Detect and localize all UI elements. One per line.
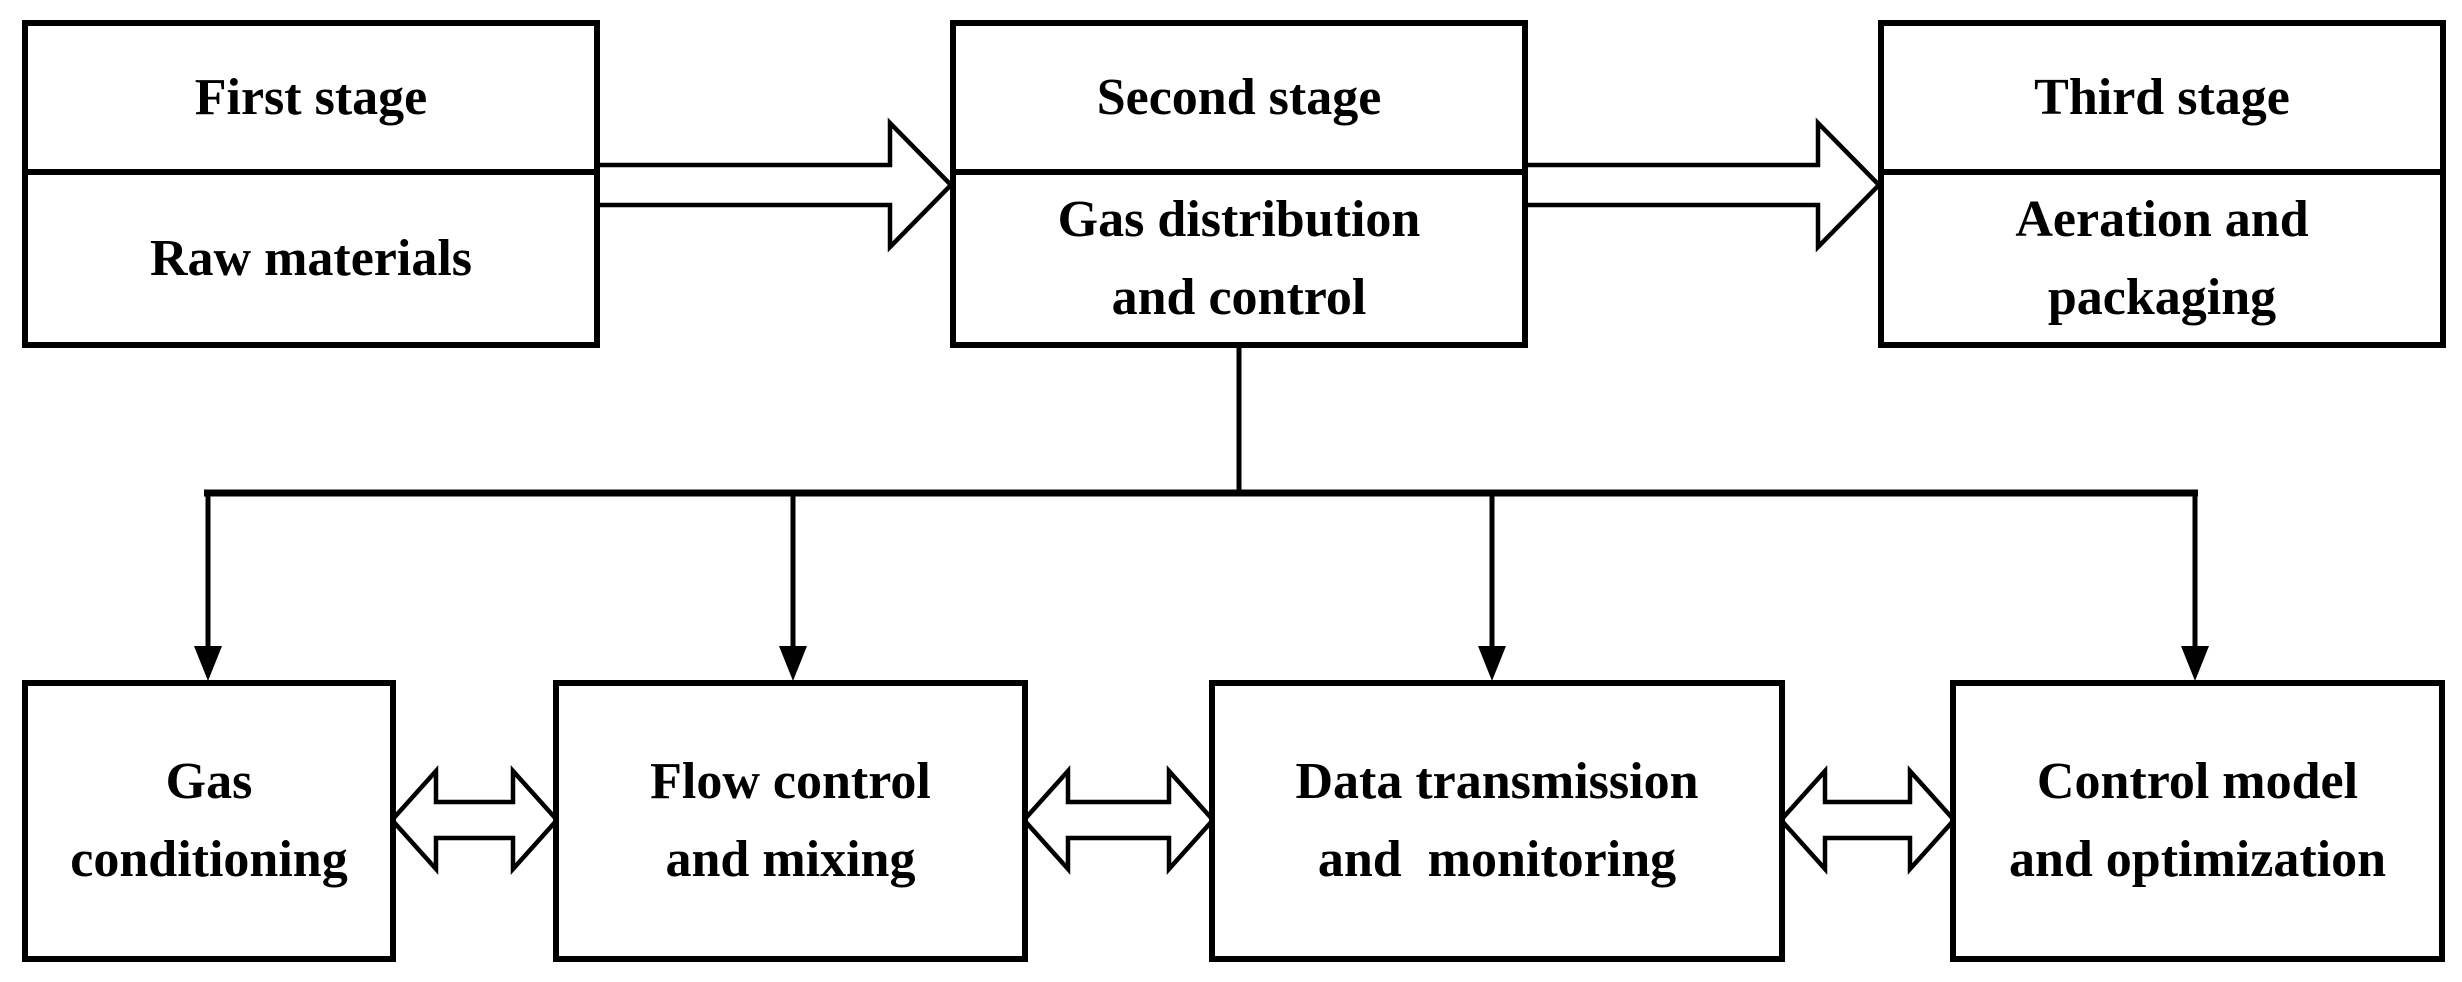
first-stage-title: First stage [194, 68, 428, 126]
data-transmission-label: Data transmission and monitoring [1295, 753, 1699, 888]
drop-arrowhead-flow-control-icon [779, 646, 807, 681]
second-stage-title: Second stage [1096, 68, 1382, 126]
second-stage-label: Gas distribution and control [1057, 190, 1421, 326]
first-stage-label: Raw materials [149, 229, 473, 287]
hollow-arrow-first-to-second-icon [594, 117, 955, 253]
gas-conditioning-box: Gas conditioning [22, 680, 396, 962]
third-stage-box: Third stage Aeration and packaging [1878, 20, 2446, 348]
gas-conditioning-label: Gas conditioning [70, 753, 348, 888]
drop-arrowhead-data-transmission-icon [1478, 646, 1506, 681]
hollow-arrow-second-to-third-icon [1522, 117, 1883, 253]
third-stage-content-cell: Aeration and packaging [1884, 175, 2440, 342]
third-stage-title-cell: Third stage [1884, 26, 2440, 175]
first-stage-content-cell: Raw materials [28, 175, 594, 342]
drop-arrowhead-gas-conditioning-icon [194, 646, 222, 681]
third-stage-label: Aeration and packaging [2015, 190, 2309, 326]
double-arrow-flowcontrol-datatransmission-icon [1020, 765, 1217, 875]
control-model-box: Control model and optimization [1950, 680, 2445, 962]
second-stage-title-cell: Second stage [956, 26, 1522, 175]
double-arrow-datatransmission-controlmodel-icon [1777, 765, 1958, 875]
first-stage-box: First stage Raw materials [22, 20, 600, 348]
flow-control-box: Flow control and mixing [553, 680, 1028, 962]
third-stage-title: Third stage [2034, 68, 2290, 126]
first-stage-title-cell: First stage [28, 26, 594, 175]
drop-arrowhead-control-model-icon [2181, 646, 2209, 681]
double-arrow-conditioning-flowcontrol-icon [388, 765, 561, 875]
second-stage-box: Second stage Gas distribution and contro… [950, 20, 1528, 348]
control-model-label: Control model and optimization [2008, 753, 2387, 888]
data-transmission-box: Data transmission and monitoring [1209, 680, 1785, 962]
flow-control-label: Flow control and mixing [650, 753, 931, 888]
second-stage-content-cell: Gas distribution and control [956, 175, 1522, 342]
